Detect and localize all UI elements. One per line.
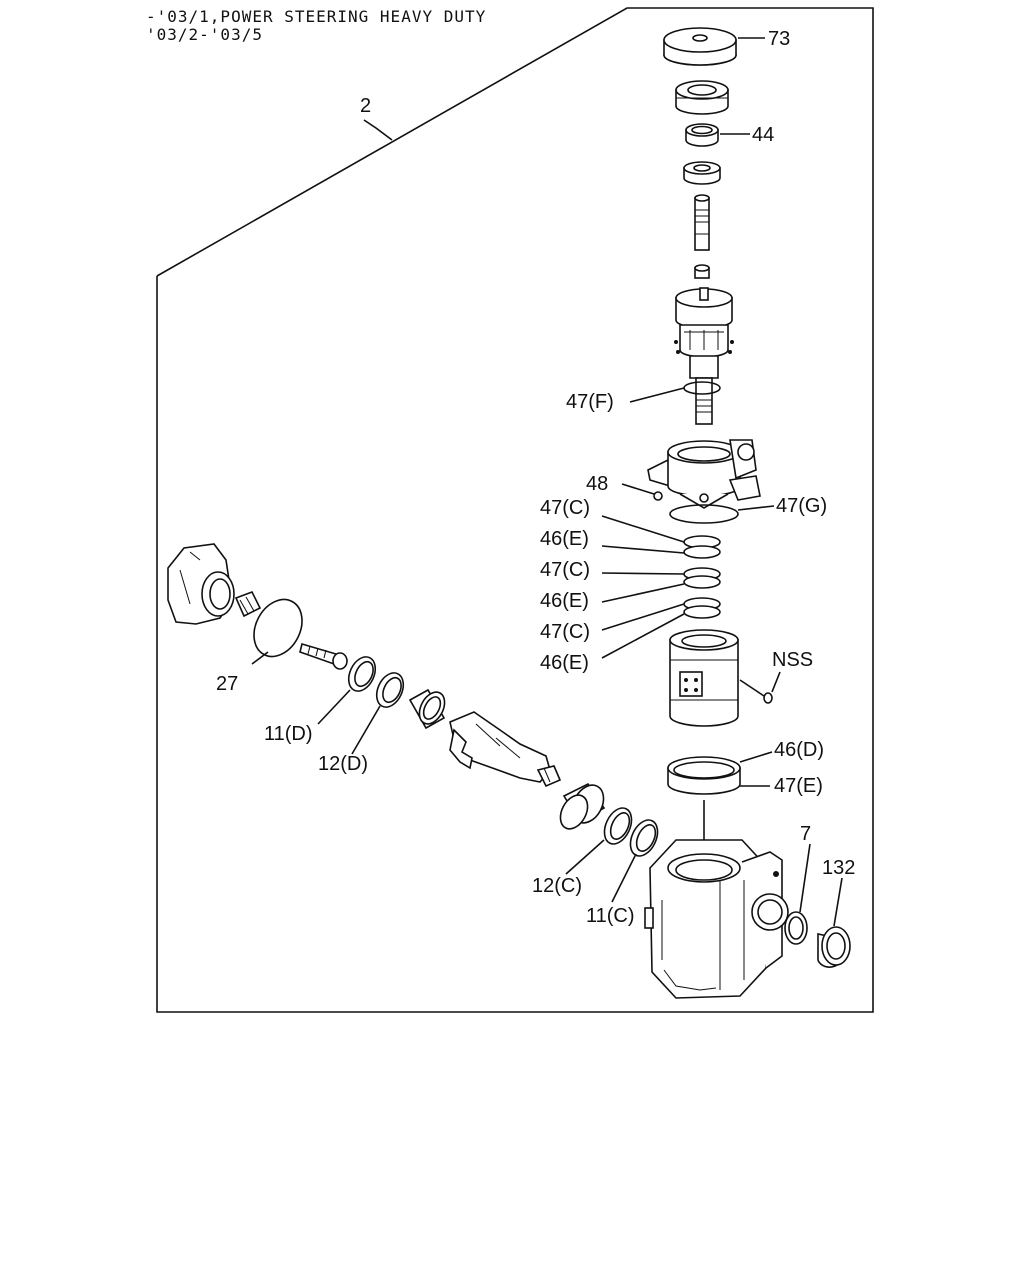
part-12c-ring-inner	[609, 812, 631, 840]
part-valve-body	[669, 629, 739, 727]
part-48-ball	[653, 491, 663, 501]
leader-12d	[351, 705, 381, 755]
leader-47c-2	[601, 572, 685, 575]
part-44-seal	[685, 123, 719, 147]
part-11c-ring-inner	[635, 824, 657, 852]
part-needle-bearing	[408, 688, 446, 730]
part-bearing-upper	[675, 80, 729, 115]
assembly-frame	[156, 7, 874, 1013]
leader-11d	[317, 689, 351, 725]
callout-73: 73	[768, 28, 790, 50]
header-line-2: '03/2-'03/5	[146, 25, 263, 44]
leader-46e-1	[601, 545, 685, 554]
part-bearing-middle	[683, 161, 721, 185]
callout-46e-2: 46(E)	[540, 590, 589, 612]
leader-47c-3	[601, 603, 685, 631]
leader-48	[621, 483, 655, 495]
part-input-shaft	[694, 194, 710, 251]
leader-132	[833, 877, 843, 927]
part-11d-ring-inner	[354, 660, 374, 688]
part-valve-assembly	[674, 287, 734, 425]
part-gear-housing	[644, 839, 789, 999]
leader-47f	[629, 387, 685, 403]
part-side-cover	[167, 543, 235, 625]
part-ring-stack	[683, 535, 721, 619]
part-12d-ring-inner	[382, 676, 402, 704]
leader-47g	[737, 505, 775, 511]
leader-nss-2	[771, 671, 781, 693]
part-47g-oring	[669, 504, 739, 524]
part-12d-ring	[375, 672, 405, 708]
leader-46e-2	[601, 583, 685, 603]
callout-46d: 46(D)	[774, 739, 824, 761]
leader-7	[799, 843, 811, 913]
part-nss	[763, 692, 773, 704]
leader-46e-3	[601, 613, 685, 659]
part-46d-47e-ring	[667, 756, 741, 795]
callout-7: 7	[800, 823, 811, 845]
leader-46d	[739, 751, 773, 763]
part-73-cap	[663, 27, 737, 66]
leader-nss	[739, 679, 765, 697]
callout-12d: 12(D)	[318, 753, 368, 775]
part-adjuster-stud	[234, 590, 262, 618]
callout-27: 27	[216, 673, 238, 695]
callout-46e-3: 46(E)	[540, 652, 589, 674]
part-valve-housing	[647, 439, 761, 509]
part-sector-bearing	[559, 782, 606, 830]
part-11d-ring	[347, 656, 377, 692]
callout-12c: 12(C)	[532, 875, 582, 897]
callout-47e: 47(E)	[774, 775, 823, 797]
leader-2	[363, 119, 393, 141]
part-132-plug	[817, 926, 851, 968]
callout-nss: NSS	[772, 649, 813, 671]
callout-47c-1: 47(C)	[540, 497, 590, 519]
callout-48: 48	[586, 473, 608, 495]
callout-46e-1: 46(E)	[540, 528, 589, 550]
callout-47g: 47(G)	[776, 495, 827, 517]
callout-47c-2: 47(C)	[540, 559, 590, 581]
callout-11c: 11(C)	[586, 905, 635, 927]
callout-2: 2	[360, 95, 371, 117]
callout-132: 132	[822, 857, 855, 879]
leader-11c	[611, 853, 637, 903]
callout-44: 44	[752, 124, 774, 146]
leader-27	[251, 651, 269, 665]
part-small-nut	[694, 264, 710, 279]
part-adjust-bolt	[299, 642, 348, 670]
part-sector-shaft	[449, 711, 562, 788]
callout-47f: 47(F)	[566, 391, 614, 413]
callout-11d: 11(D)	[264, 723, 313, 745]
leader-12c	[565, 839, 605, 875]
callout-47c-3: 47(C)	[540, 621, 590, 643]
leader-47c-1	[601, 515, 685, 543]
header-line-1: -'03/1,POWER STEERING HEAVY DUTY	[146, 7, 486, 26]
part-7-ring-inner	[788, 916, 804, 940]
